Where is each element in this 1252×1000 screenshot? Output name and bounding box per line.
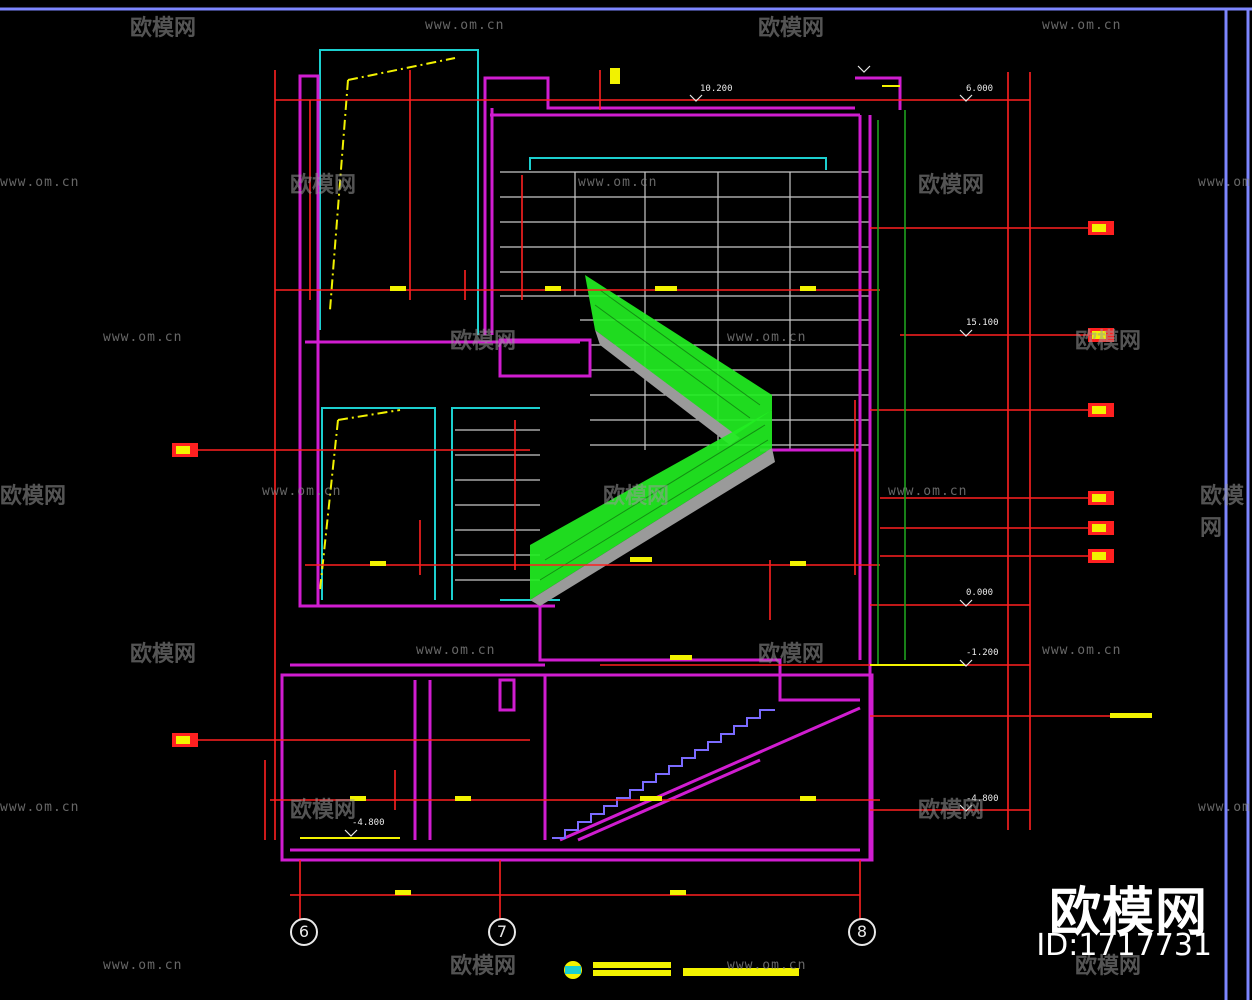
watermark-logo: 欧模网 <box>758 16 825 41</box>
watermark-logo: 欧模网 <box>1075 954 1142 979</box>
watermark-url: www.om.cn <box>1042 18 1122 33</box>
watermark-logo: 欧模网 <box>1075 329 1142 354</box>
cyan-walls <box>319 49 827 601</box>
scale-bar <box>564 961 799 979</box>
elevation-label: -4.800 <box>966 794 999 804</box>
watermark-url: www.om.cn <box>727 958 807 973</box>
brand-logo-text: 欧模网 <box>1048 883 1208 943</box>
axis-label-7: 7 <box>488 918 516 946</box>
elevation-label: 6.000 <box>966 84 994 94</box>
watermark-logo: 欧模网 <box>0 484 67 509</box>
watermark-logo: 欧模网 <box>130 16 197 41</box>
watermark-logo: 欧模网 <box>1200 484 1245 541</box>
leader-tags <box>172 68 1114 747</box>
watermark-logo: 欧模网 <box>603 484 670 509</box>
watermark-logo: 欧模网 <box>918 798 985 823</box>
watermark-url: www.om.cn <box>262 484 342 499</box>
yellow-hidden-lines <box>319 57 456 591</box>
elevation-label: -4.800 <box>352 818 385 828</box>
watermark-logo: 欧模网 <box>758 642 825 667</box>
elevation-label: 0.000 <box>966 588 994 598</box>
watermark-url: www.om.cn <box>416 643 496 658</box>
elevation-markers <box>344 65 973 837</box>
watermark-url: www.om.cn <box>888 484 968 499</box>
watermark-logo: 欧模网 <box>290 173 357 198</box>
drawing-frame <box>0 7 1252 1000</box>
elevation-label: 10.200 <box>700 84 733 94</box>
watermark-url: www.om.cn <box>103 958 183 973</box>
magenta-structure <box>280 74 902 862</box>
watermark-url: www.om.cn <box>578 175 658 190</box>
upper-stair-flights <box>530 275 775 606</box>
elevation-label: 15.100 <box>966 318 999 328</box>
watermark-url: www.om.cn <box>0 175 80 190</box>
watermark-logo: 欧模网 <box>918 173 985 198</box>
watermark-url: www.om.cn <box>425 18 505 33</box>
watermark-url: www.om.cn <box>1198 175 1252 190</box>
lower-stair-steps <box>552 709 775 839</box>
watermark-url: www.om.cn <box>727 330 807 345</box>
watermark-logo: 欧模网 <box>290 798 357 823</box>
axis-label-6: 6 <box>290 918 318 946</box>
watermark-url: www.om.cn <box>103 330 183 345</box>
watermark-logo: 欧模网 <box>130 642 197 667</box>
watermark-logo: 欧模网 <box>450 329 517 354</box>
elevation-label: -1.200 <box>966 648 999 658</box>
green-verticals <box>877 110 906 665</box>
watermark-url: www.om.cn <box>1198 800 1252 815</box>
watermark-url: www.om.cn <box>1042 643 1122 658</box>
yellow-floor-lines <box>300 85 965 839</box>
watermark-url: www.om.cn <box>0 800 80 815</box>
axis-label-8: 8 <box>848 918 876 946</box>
brand-id-text: ID:1717731 <box>1036 928 1212 963</box>
watermark-logo: 欧模网 <box>450 954 517 979</box>
dimension-text-marks <box>350 286 1152 895</box>
